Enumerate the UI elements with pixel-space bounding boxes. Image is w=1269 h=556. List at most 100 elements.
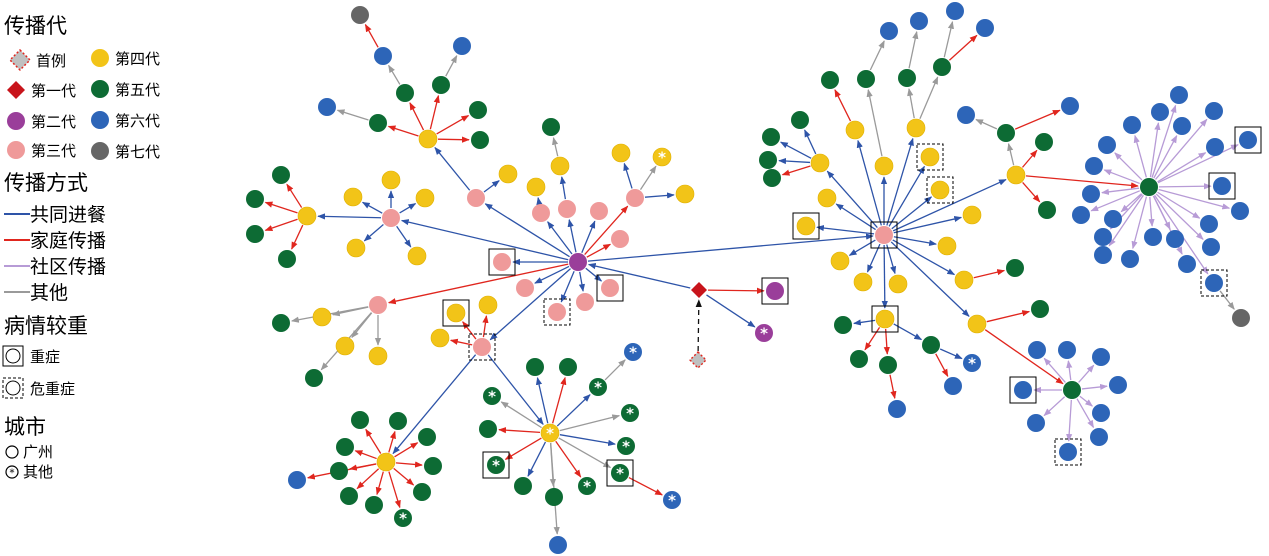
node-marker <box>272 166 290 184</box>
node-marker <box>453 37 471 55</box>
transmission-edge <box>400 219 569 261</box>
case-node: * <box>624 343 642 362</box>
legend-item-gen2: 第二代 <box>7 112 76 131</box>
node-marker <box>415 188 435 208</box>
node-marker <box>526 358 544 376</box>
case-node <box>526 358 544 376</box>
node-marker <box>853 272 873 292</box>
case-node <box>1038 201 1056 219</box>
node-marker <box>652 147 672 167</box>
node-marker <box>691 282 707 298</box>
node-marker <box>1090 428 1108 446</box>
node-marker <box>834 316 852 334</box>
case-node: * <box>606 459 634 487</box>
legend-item-label: 第六代 <box>115 112 160 130</box>
case-node <box>870 221 898 249</box>
transmission-edge <box>388 471 401 509</box>
node-marker <box>1059 443 1077 461</box>
transmission-edge <box>644 192 675 199</box>
transmission-edge <box>604 359 626 381</box>
transmission-edge <box>264 201 298 214</box>
star-icon: * <box>616 465 624 483</box>
legend-item-label: 首例 <box>36 52 66 70</box>
transmission-edge <box>1103 169 1140 185</box>
transmission-edge <box>388 64 401 85</box>
transmission-edge <box>1148 196 1155 227</box>
transmission-edge <box>445 54 458 77</box>
transmission-edge <box>578 271 585 292</box>
case-node <box>453 37 471 55</box>
transmission-edge <box>264 218 298 232</box>
case-node: * <box>755 324 773 343</box>
node-marker <box>545 488 563 506</box>
case-node <box>516 279 534 297</box>
transmission-edge <box>560 270 575 303</box>
case-node <box>351 411 369 429</box>
node-marker <box>937 236 957 256</box>
node-marker <box>1094 246 1112 264</box>
node-marker <box>759 151 777 169</box>
severe-frame <box>792 212 820 240</box>
transmission-edge <box>939 348 963 360</box>
transmission-edge <box>892 178 1007 232</box>
case-node <box>916 143 944 171</box>
case-node <box>1200 215 1218 233</box>
critical-frame <box>468 333 496 361</box>
case-node <box>1173 117 1191 135</box>
transmission-edge <box>434 146 471 191</box>
node-marker <box>473 338 491 356</box>
node-marker <box>483 387 501 405</box>
case-node <box>543 298 571 326</box>
transmission-edge <box>356 468 380 490</box>
node-marker <box>617 437 635 455</box>
node-marker <box>663 491 681 509</box>
node-marker <box>874 156 894 176</box>
transmission-edge <box>943 20 954 58</box>
case-node <box>488 248 516 276</box>
node-marker <box>875 309 895 329</box>
transmission-edge <box>628 477 663 496</box>
transmission-edge <box>409 102 425 131</box>
node-marker <box>850 350 868 368</box>
node-marker <box>413 483 431 501</box>
transmission-edge <box>888 165 925 227</box>
case-node <box>1031 300 1049 318</box>
case-node: * <box>540 423 560 443</box>
case-node <box>297 206 317 226</box>
node-marker <box>810 153 830 173</box>
legend-city-other: * 其他 <box>5 463 53 481</box>
node-marker <box>857 70 875 88</box>
node-marker <box>578 477 596 495</box>
case-node <box>1178 255 1196 273</box>
case-node <box>1058 341 1076 359</box>
legend-item-label: 第五代 <box>115 81 160 99</box>
star-icon: * <box>10 468 15 479</box>
transmission-edge <box>498 427 541 434</box>
case-node <box>369 114 387 132</box>
case-node <box>389 412 407 430</box>
transmission-edge <box>778 157 811 165</box>
node-marker <box>1098 136 1116 154</box>
legend-item-gen4: 第四代 <box>91 49 160 68</box>
node-marker <box>1109 376 1127 394</box>
legend-item-label: 第一代 <box>31 82 76 100</box>
node-marker <box>446 303 466 323</box>
case-node <box>962 205 982 225</box>
transmission-edge <box>536 197 543 206</box>
transmission-edge <box>556 394 591 427</box>
case-node <box>1202 238 1220 256</box>
transmission-edge <box>1066 399 1073 442</box>
transmission-edge <box>935 353 949 377</box>
case-node <box>810 153 830 173</box>
node-marker <box>418 428 436 446</box>
transmission-edge <box>1219 290 1235 310</box>
transmission-edge <box>291 224 304 250</box>
case-node <box>246 225 264 243</box>
case-node: * <box>482 451 510 479</box>
severe-frame <box>606 459 634 487</box>
transmission-edge <box>893 236 937 246</box>
transmission-edge <box>1108 194 1144 247</box>
node-marker <box>407 246 427 266</box>
case-node <box>558 200 576 218</box>
case-node <box>1170 86 1188 104</box>
